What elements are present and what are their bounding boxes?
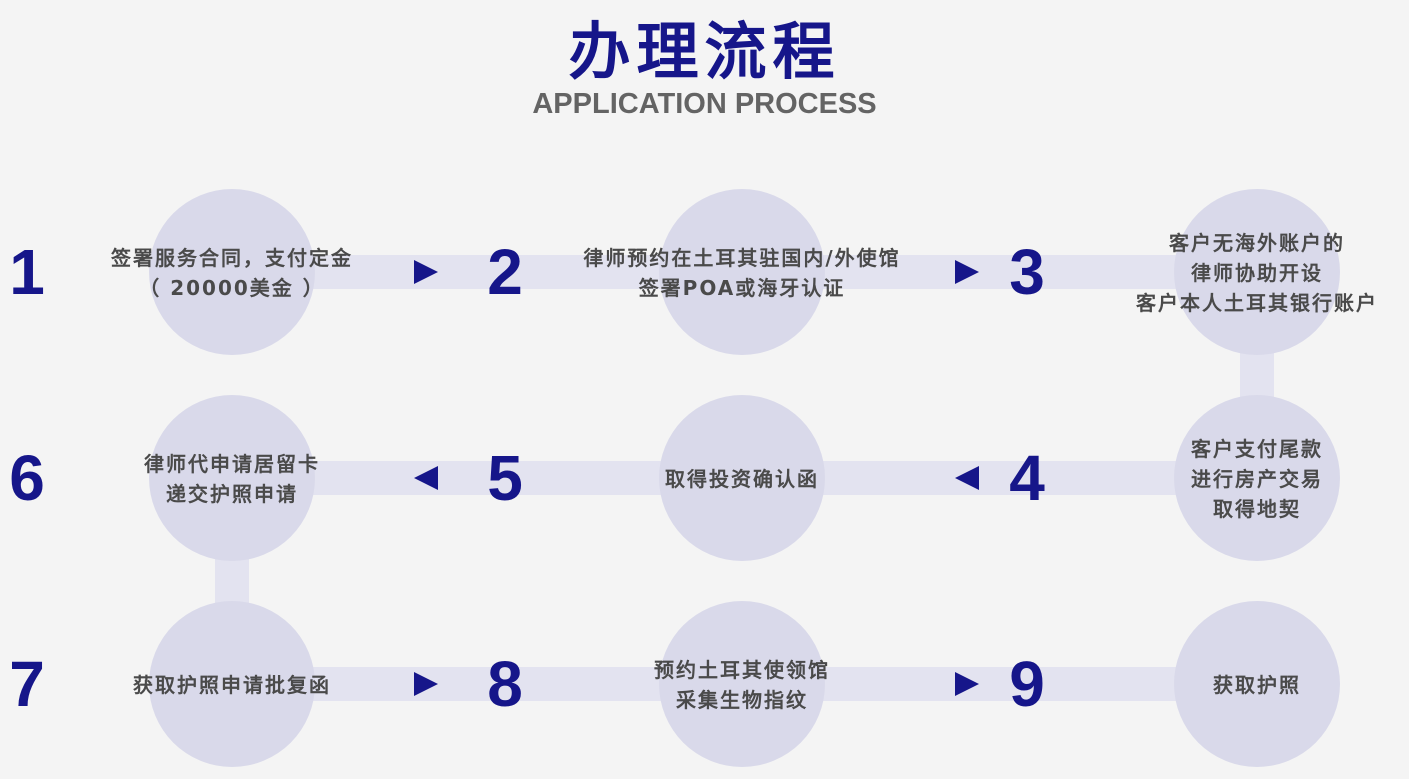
step-circle-3 bbox=[1174, 189, 1340, 355]
step-text-line: 取得投资确认函 bbox=[665, 467, 819, 491]
step-text-line: 采集生物指纹 bbox=[676, 688, 808, 712]
page-subtitle: APPLICATION PROCESS bbox=[532, 88, 877, 120]
step-text-9: 获取护照 bbox=[1087, 670, 1409, 700]
step-text-4: 客户支付尾款进行房产交易取得地契 bbox=[1087, 434, 1409, 524]
step-circle-8 bbox=[659, 601, 825, 767]
step-text-6: 律师代申请居留卡递交护照申请 bbox=[62, 449, 402, 509]
step-text-line: 律师预约在土耳其驻国内/外使馆 bbox=[583, 246, 901, 270]
step-text-line: 获取护照 bbox=[1213, 673, 1301, 697]
step-circle-4 bbox=[1174, 395, 1340, 561]
step-number-8: 8 bbox=[487, 648, 523, 720]
step-number-1: 1 bbox=[9, 236, 45, 308]
step-circle-9 bbox=[1174, 601, 1340, 767]
step-text-2: 律师预约在土耳其驻国内/外使馆签署POA或海牙认证 bbox=[572, 243, 912, 303]
step-text-5: 取得投资确认函 bbox=[572, 464, 912, 494]
step-number-6: 6 bbox=[9, 442, 45, 514]
arrow-right-icon bbox=[955, 260, 979, 284]
step-circle-6 bbox=[149, 395, 315, 561]
page-title: 办理流程 bbox=[568, 15, 841, 88]
step-number-5: 5 bbox=[487, 442, 523, 514]
arrow-left-icon bbox=[955, 466, 979, 490]
step-text-line: 预约土耳其使领馆 bbox=[654, 658, 830, 682]
step-circle-7 bbox=[149, 601, 315, 767]
step-number-4: 4 bbox=[1009, 442, 1045, 514]
step-number-2: 2 bbox=[487, 236, 523, 308]
step-text-line: 递交护照申请 bbox=[166, 482, 298, 506]
step-number-9: 9 bbox=[1009, 648, 1045, 720]
step-text-line: 客户支付尾款 bbox=[1191, 437, 1323, 461]
step-text-line: 律师协助开设 bbox=[1191, 261, 1323, 285]
arrow-right-icon bbox=[955, 672, 979, 696]
step-text-8: 预约土耳其使领馆采集生物指纹 bbox=[572, 655, 912, 715]
step-circle-1 bbox=[149, 189, 315, 355]
step-text-7: 获取护照申请批复函 bbox=[62, 670, 402, 700]
step-text-line: 签署POA或海牙认证 bbox=[638, 276, 846, 300]
step-text-line: 客户无海外账户的 bbox=[1169, 231, 1345, 255]
step-text-line: 取得地契 bbox=[1213, 497, 1301, 521]
arrow-right-icon bbox=[414, 260, 438, 284]
step-text-line: （ 20000美金 ） bbox=[139, 276, 325, 300]
arrow-right-icon bbox=[414, 672, 438, 696]
arrow-left-icon bbox=[414, 466, 438, 490]
step-text-line: 律师代申请居留卡 bbox=[144, 452, 320, 476]
step-text-line: 签署服务合同，支付定金 bbox=[111, 246, 353, 270]
step-text-3: 客户无海外账户的律师协助开设客户本人土耳其银行账户 bbox=[1087, 228, 1409, 318]
step-circle-2 bbox=[659, 189, 825, 355]
step-text-line: 进行房产交易 bbox=[1191, 467, 1323, 491]
step-number-7: 7 bbox=[9, 648, 45, 720]
step-text-line: 客户本人土耳其银行账户 bbox=[1136, 291, 1378, 315]
step-number-3: 3 bbox=[1009, 236, 1045, 308]
step-text-line: 获取护照申请批复函 bbox=[133, 673, 331, 697]
step-text-1: 签署服务合同，支付定金 （ 20000美金 ） bbox=[62, 243, 402, 303]
step-circle-5 bbox=[659, 395, 825, 561]
